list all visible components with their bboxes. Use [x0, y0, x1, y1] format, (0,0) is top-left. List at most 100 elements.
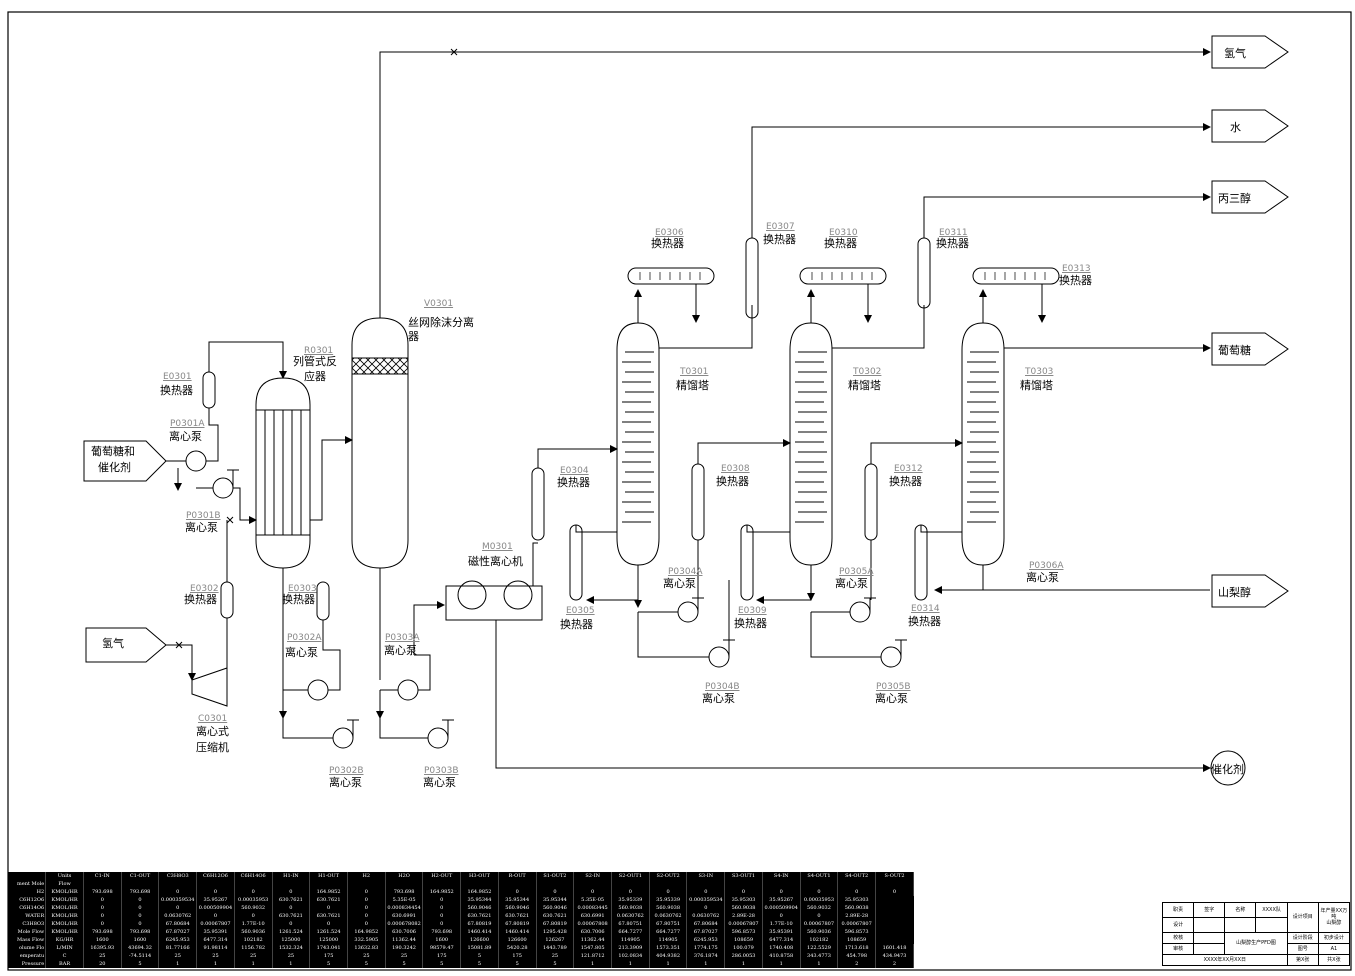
out-glucose-box	[1211, 332, 1289, 366]
name-c0301-l1: 离心式	[196, 725, 229, 738]
stream-table-cell: 0	[83, 904, 122, 912]
stream-table-cell	[385, 880, 424, 888]
stream-table-cell: 404.9382	[649, 952, 688, 960]
tb-designer: 设计	[1161, 916, 1195, 933]
stream-table-header-cell: Units	[45, 872, 84, 880]
stream-table-cell: 0	[121, 912, 160, 920]
stream-table-cell: 164.9852	[460, 888, 499, 896]
pump-p0302b	[332, 727, 354, 749]
stream-table-cell: 1	[649, 960, 688, 968]
tag-p0301b: P0301B	[186, 511, 221, 521]
tag-e0306: E0306	[655, 228, 684, 238]
valve-h2-vent	[450, 48, 458, 56]
stream-table-cell	[573, 880, 612, 888]
stream-table-cell: 0.000678082	[385, 920, 424, 928]
name-e0309: 换热器	[734, 617, 767, 630]
stream-table-cell: 102182	[234, 936, 273, 944]
stream-table-header-cell: C6H12O6	[196, 872, 235, 880]
pump-p0305b	[880, 646, 902, 668]
stream-table-cell: 6477.314	[762, 936, 801, 944]
tag-p0305a: P0305A	[839, 567, 874, 577]
name-e0303: 换热器	[282, 593, 315, 606]
name-p0305b: 离心泵	[875, 692, 908, 705]
stream-table-header-cell: C6H14O6	[234, 872, 273, 880]
stream-table-cell: 5	[460, 960, 499, 968]
stream-table-cell: 596.8573	[724, 928, 763, 936]
feed-h2-box	[85, 627, 167, 663]
name-v0301: 丝网除沫分离器	[408, 316, 474, 343]
stream-table-cell: 164.9852	[309, 888, 348, 896]
out-catalyst-circle	[1210, 750, 1246, 786]
tag-p0303b: P0303B	[424, 766, 459, 776]
tb-role: 职责	[1161, 902, 1195, 918]
hx-e0312	[864, 463, 878, 541]
stream-table-cell: 630.7621	[309, 896, 348, 904]
stream-table-cell: 630.7621	[536, 912, 575, 920]
name-e0313: 换热器	[1059, 274, 1092, 287]
name-p0302b: 离心泵	[329, 776, 362, 789]
stream-table-cell: 630.7621	[272, 912, 311, 920]
pump-p0301b	[212, 477, 234, 499]
stream-table-cell: 1573.351	[649, 944, 688, 952]
pump-p0303b	[427, 727, 449, 749]
name-e0310: 换热器	[824, 237, 857, 250]
stream-table-cell: 0.00067807	[837, 920, 877, 928]
stream-table-cell: 35.95344	[498, 896, 537, 904]
stream-table-header-cell: C1-IN	[83, 872, 122, 880]
name-r0301-l2: 应器	[304, 370, 326, 383]
stream-table-cell: 5.35E-05	[573, 896, 612, 904]
hx-e0304	[531, 467, 545, 541]
tag-p0304b: P0304B	[705, 682, 740, 692]
stream-table-cell: 67.80684	[686, 920, 726, 928]
stream-table-cell: 0	[762, 888, 801, 896]
stream-table-cell: 67.80751	[649, 920, 688, 928]
stream-table-cell	[875, 880, 914, 888]
feed-glucose-catalyst-l2: 催化剂	[98, 461, 131, 474]
stream-table-header-cell: S-OUT2	[875, 872, 914, 880]
stream-table-cell: 1600	[83, 936, 122, 944]
stream-table-cell: KG/HR	[45, 936, 84, 944]
stream-table-cell: 0	[536, 888, 575, 896]
stream-table-cell: 454.798	[837, 952, 877, 960]
hx-hatching	[639, 272, 1046, 280]
stream-table-cell	[158, 880, 198, 888]
name-t0302: 精馏塔	[848, 379, 881, 392]
stream-table-cell	[837, 880, 877, 888]
stream-table-cell: 0	[234, 888, 273, 896]
separator-v0301	[351, 317, 409, 680]
stream-table-cell: 0	[347, 920, 386, 928]
stream-table-cell: 0.000359534	[686, 896, 726, 904]
stream-table-cell: 6477.314	[196, 936, 235, 944]
stream-table-header-cell: C3H8O3	[158, 872, 198, 880]
stream-table-cell: 0.00035953	[234, 896, 273, 904]
stream-table-cell: 15081.89	[460, 944, 499, 952]
stream-table-cell: 213.3909	[611, 944, 650, 952]
feed-glucose-catalyst-l1: 葡萄糖和	[91, 445, 135, 458]
stream-table-cell: 5	[347, 960, 386, 968]
line-h2-vent	[379, 48, 1211, 318]
stream-table-cell: 0	[611, 888, 650, 896]
stream-table-cell: 560.9036	[234, 928, 273, 936]
stream-table-cell: 0	[83, 896, 122, 904]
name-r0301-l1: 列管式反	[293, 355, 337, 368]
name-e0307: 换热器	[763, 233, 796, 246]
stream-table-cell: 1460.414	[460, 928, 499, 936]
stream-table-cell: 5	[498, 960, 537, 968]
compressor-c0301	[191, 667, 228, 707]
stream-table-cell: 0.00067807	[724, 920, 763, 928]
pump-p0304b	[708, 646, 730, 668]
stream-table-cell: 560.9032	[800, 904, 839, 912]
stream-table-cell: 0	[347, 912, 386, 920]
stream-table-cell: 6245.953	[158, 936, 198, 944]
stream-table-cell: 1443.789	[536, 944, 575, 952]
stream-table-header-cell: S1-OUT2	[536, 872, 575, 880]
stream-table-cell: 25	[536, 952, 575, 960]
stream-table-header-cell: S2-OUT1	[611, 872, 650, 880]
stream-table-header-cell: H1-OUT	[309, 872, 348, 880]
stream-table-cell	[649, 880, 688, 888]
stream-table-cell: 0.00067807	[800, 920, 839, 928]
